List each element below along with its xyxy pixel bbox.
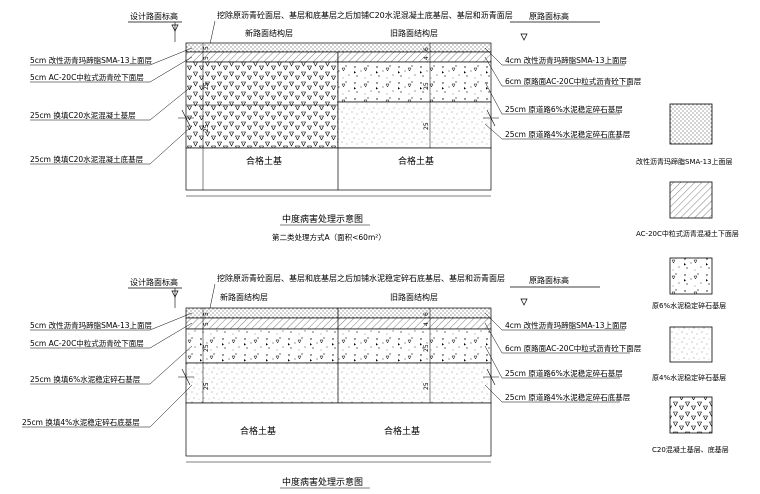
- dim-right-2: 4: [423, 56, 430, 60]
- legend-swatch-4pct: [669, 326, 713, 363]
- layer-cement-base: [185, 328, 492, 364]
- callout-left-2: 5cm AC-20C中粒式沥青砼下面层: [30, 338, 144, 348]
- original-elevation-marker-icon: [520, 298, 528, 306]
- callouts-left: 5cm 改性沥青玛蹄脂SMA-13上面层 5cm AC-20C中粒式沥青砼下面层…: [30, 47, 193, 165]
- callout-left-3: 25cm 换填C20水泥混凝土基层: [30, 110, 136, 120]
- callout-right-4: 25cm 原道路4%水泥稳定碎石底基层: [505, 392, 631, 402]
- original-elevation-label: 原路面标高: [529, 275, 569, 285]
- legend-swatch-6pct: [669, 257, 713, 295]
- dim-right-3: 25: [423, 344, 430, 352]
- subgrade-right-label: 合格土基: [398, 155, 434, 167]
- callout-left-1: 5cm 改性沥青玛蹄脂SMA-13上面层: [30, 320, 153, 330]
- callout-left-1: 5cm 改性沥青玛蹄脂SMA-13上面层: [30, 55, 153, 65]
- top-note: 挖除原沥青砼面层、基层和底基层之后加铺水泥稳定碎石底基层、基层和沥青面层: [217, 273, 505, 283]
- dim-left-3: 25: [203, 344, 210, 352]
- dim-left-2: 5: [203, 322, 210, 326]
- callouts-left: 5cm 改性沥青玛蹄脂SMA-13上面层 5cm AC-20C中粒式沥青砼下面层…: [22, 312, 193, 428]
- callouts-right: 4cm 改性沥青玛蹄脂SMA-13上面层 6cm 原路面AC-20C中粒式沥青砼…: [484, 47, 642, 140]
- layer-ac20c-old: [337, 51, 492, 63]
- dim-right-1: 6: [423, 312, 430, 316]
- subgrade: [185, 147, 492, 191]
- section-a: 设计路面标高 挖除原沥青砼面层、基层和底基层之后加铺C20水泥混凝土底基层、基层…: [30, 10, 642, 242]
- legend-swatch-sma: [669, 103, 713, 145]
- original-elevation-label: 原路面标高: [529, 11, 569, 21]
- layer-cement-subbase-old: [337, 101, 492, 149]
- dim-left-1: 5: [203, 312, 210, 316]
- dim-right-4: 25: [423, 382, 430, 390]
- layer-surface-sma: [185, 307, 492, 319]
- old-structure-label: 旧路面结构层: [390, 28, 438, 38]
- dim-left-4: 25: [203, 124, 210, 132]
- subgrade-right-label: 合格土基: [384, 425, 420, 437]
- section-b: 设计路面标高 挖除原沥青砼面层、基层和底基层之后加铺水泥稳定碎石底基层、基层和沥…: [22, 273, 642, 489]
- dim-left-1: 5: [203, 46, 210, 50]
- callout-left-4: 25cm 换填4%水泥稳定碎石底基层: [22, 417, 140, 427]
- legend-label-ac20c: AC-20C中粒式沥青混凝土下面层: [636, 229, 739, 238]
- original-elevation-marker-icon: [520, 33, 528, 41]
- legend-swatch-c20: [669, 396, 713, 434]
- dim-right-1: 6: [423, 47, 430, 51]
- section-a-title: 中度病害处理示意图: [282, 213, 363, 225]
- layer-cement-subbase: [185, 362, 492, 404]
- legend: 改性沥青玛蹄脂SMA-13上面层 AC-20C中粒式沥青混凝土下面层 原6%水泥…: [636, 103, 739, 454]
- dim-right-2: 4: [423, 322, 430, 326]
- dim-left-3: 25: [203, 82, 210, 90]
- callout-right-1: 4cm 改性沥青玛蹄脂SMA-13上面层: [505, 55, 628, 65]
- callout-right-3: 25cm 原道路6%水泥稳定碎石基层: [505, 368, 623, 378]
- layer-surface-sma: [185, 42, 492, 53]
- subgrade-left-label: 合格土基: [240, 425, 276, 437]
- dim-right-4: 25: [423, 122, 430, 130]
- design-elevation-label: 设计路面标高: [130, 277, 178, 287]
- callout-left-3: 25cm 换填6%水泥稳定碎石基层: [30, 374, 141, 384]
- dim-left-2: 5: [203, 56, 210, 60]
- section-b-title: 中度病害处理示意图: [282, 476, 363, 488]
- legend-swatch-ac20c: [669, 181, 713, 219]
- layer-cement-base-old: [337, 61, 492, 103]
- subgrade-left-label: 合格土基: [246, 155, 282, 167]
- callout-left-4: 25cm 换填C20水泥混凝土底基层: [30, 154, 144, 164]
- callout-right-4: 25cm 原道路4%水泥稳定碎石底基层: [505, 129, 631, 139]
- legend-label-4pct: 原4%水泥稳定碎石基层: [652, 373, 726, 382]
- callout-right-2: 6cm 原路面AC-20C中粒式沥青砼下面层: [505, 343, 642, 353]
- design-elevation-label: 设计路面标高: [130, 11, 178, 21]
- new-structure-label: 新路面结构层: [245, 28, 293, 38]
- old-structure-label: 旧路面结构层: [390, 292, 438, 302]
- callout-right-2: 6cm 原路面AC-20C中粒式沥青砼下面层: [505, 76, 642, 86]
- layer-ac20c: [185, 317, 492, 330]
- dim-right-3: 25: [423, 82, 430, 90]
- callout-right-3: 25cm 原道路6%水泥稳定碎石基层: [505, 104, 623, 114]
- legend-label-c20: C20混凝土基层、底基层: [652, 445, 729, 454]
- subgrade: [185, 402, 492, 457]
- new-structure-label: 新路面结构层: [220, 292, 268, 302]
- legend-label-sma: 改性沥青玛蹄脂SMA-13上面层: [636, 157, 733, 166]
- callouts-right: 4cm 改性沥青玛蹄脂SMA-13上面层 6cm 原路面AC-20C中粒式沥青砼…: [484, 312, 642, 403]
- callout-left-2: 5cm AC-20C中粒式沥青砼下面层: [30, 72, 144, 82]
- legend-label-6pct: 原6%水泥稳定碎石基层: [652, 301, 726, 310]
- top-note: 挖除原沥青砼面层、基层和底基层之后加铺C20水泥混凝土底基层、基层和沥青面层: [217, 10, 513, 20]
- callout-right-1: 4cm 改性沥青玛蹄脂SMA-13上面层: [505, 320, 628, 330]
- section-a-subtitle: 第二类处理方式A（面积<60m²）: [272, 232, 386, 242]
- dim-left-4: 25: [203, 382, 210, 390]
